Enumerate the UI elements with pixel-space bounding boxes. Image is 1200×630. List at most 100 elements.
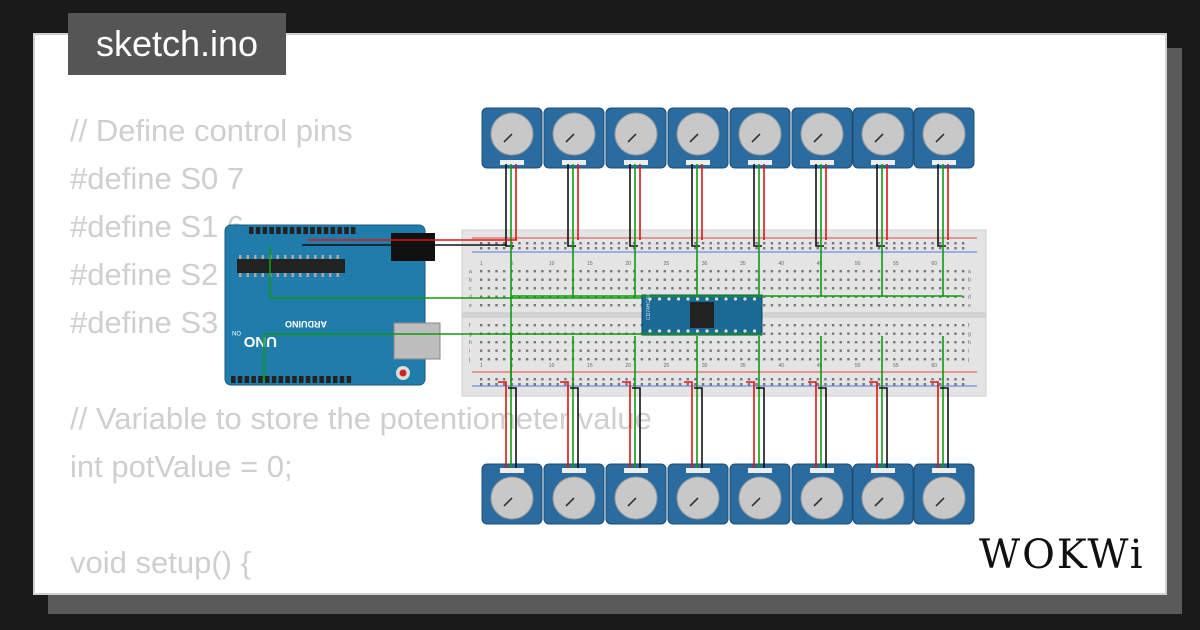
breadboard-hole — [533, 378, 536, 381]
breadboard-hole — [602, 278, 605, 281]
breadboard-hole — [916, 332, 919, 335]
mux-pin — [724, 329, 728, 333]
pot-indicator — [689, 497, 699, 507]
chip — [237, 259, 345, 273]
breadboard-hole — [908, 242, 911, 245]
breadboard-hole — [877, 287, 881, 290]
breadboard-hole — [847, 332, 850, 335]
breadboard-hole — [931, 358, 934, 361]
breadboard-hole — [908, 324, 911, 327]
breadboard-hole — [893, 349, 896, 352]
breadboard-hole — [686, 278, 689, 281]
breadboard-hole — [518, 287, 521, 290]
breadboard-hole — [648, 349, 651, 352]
breadboard-hole — [939, 242, 942, 245]
column-number: 35 — [740, 261, 746, 267]
breadboard-hole — [770, 378, 774, 381]
breadboard-hole — [602, 287, 605, 290]
breadboard-hole — [770, 242, 774, 245]
breadboard-hole — [770, 278, 774, 281]
breadboard-hole — [763, 278, 766, 281]
breadboard-hole — [862, 242, 865, 245]
breadboard-hole — [939, 247, 942, 250]
column-number: 15 — [587, 261, 593, 267]
breadboard-hole — [747, 341, 751, 344]
breadboard-hole — [877, 270, 881, 273]
breadboard-hole — [831, 378, 835, 381]
breadboard-hole — [793, 324, 797, 327]
breadboard-hole — [778, 349, 781, 352]
breadboard-hole — [770, 383, 774, 386]
breadboard-hole — [518, 270, 521, 273]
header-pin — [312, 376, 318, 383]
column-number: 30 — [702, 363, 708, 369]
wire-vcc — [746, 381, 755, 468]
breadboard-hole — [740, 247, 743, 250]
breadboard-hole — [954, 287, 957, 290]
column-number: 1 — [480, 261, 483, 267]
pot-pins — [624, 160, 648, 165]
breadboard-hole — [839, 270, 842, 273]
breadboard-hole — [824, 378, 827, 381]
breadboard-hole — [694, 358, 697, 361]
breadboard-hole — [655, 270, 659, 273]
breadboard-hole — [954, 324, 957, 327]
breadboard-hole — [686, 349, 689, 352]
breadboard-hole — [602, 324, 605, 327]
breadboard-hole — [487, 270, 491, 273]
header-pin — [317, 227, 322, 234]
breadboard-hole — [916, 341, 919, 344]
breadboard-hole — [602, 304, 605, 307]
breadboard-hole — [518, 383, 521, 386]
breadboard-hole — [617, 278, 621, 281]
breadboard-hole — [831, 383, 835, 386]
file-tab[interactable]: sketch.ino — [68, 13, 286, 75]
breadboard-hole — [502, 304, 506, 307]
breadboard-hole — [579, 383, 582, 386]
breadboard-hole — [954, 358, 957, 361]
breadboard-hole — [900, 304, 904, 307]
mux-pin — [667, 329, 671, 333]
breadboard-hole — [617, 378, 621, 381]
breadboard-hole — [678, 242, 682, 245]
breadboard-hole — [655, 378, 659, 381]
breadboard-hole — [602, 242, 605, 245]
breadboard-hole — [763, 270, 766, 273]
header-pin — [323, 227, 329, 234]
chip-pin — [314, 273, 317, 277]
breadboard-hole — [931, 341, 934, 344]
wire-gnd — [879, 387, 888, 468]
breadboard-hole — [701, 287, 705, 290]
breadboard-hole — [594, 278, 598, 281]
breadboard-hole — [709, 341, 712, 344]
breadboard-hole — [617, 242, 621, 245]
breadboard-hole — [579, 242, 582, 245]
breadboard-hole — [724, 247, 728, 250]
breadboard-hole — [816, 383, 819, 386]
breadboard-hole — [793, 242, 797, 245]
pot-pins — [932, 468, 956, 473]
column-number: 20 — [625, 363, 631, 369]
breadboard-hole — [717, 358, 720, 361]
breadboard-hole — [579, 378, 582, 381]
breadboard-hole — [709, 242, 712, 245]
wire-vcc — [498, 381, 507, 468]
breadboard-hole — [870, 287, 873, 290]
breadboard-hole — [686, 358, 689, 361]
breadboard-hole — [770, 358, 774, 361]
breadboard-hole — [908, 287, 911, 290]
breadboard-hole — [587, 287, 590, 290]
breadboard-hole — [862, 341, 865, 344]
breadboard-hole — [625, 383, 628, 386]
breadboard-hole — [931, 278, 934, 281]
breadboard-hole — [900, 341, 904, 344]
potentiometer — [481, 107, 543, 169]
breadboard-hole — [724, 270, 728, 273]
breadboard-hole — [686, 247, 689, 250]
breadboard-hole — [587, 383, 590, 386]
breadboard-hole — [831, 270, 835, 273]
reset-button-center — [399, 369, 407, 377]
breadboard-hole — [916, 324, 919, 327]
breadboard-hole — [556, 324, 559, 327]
breadboard-hole — [816, 270, 819, 273]
